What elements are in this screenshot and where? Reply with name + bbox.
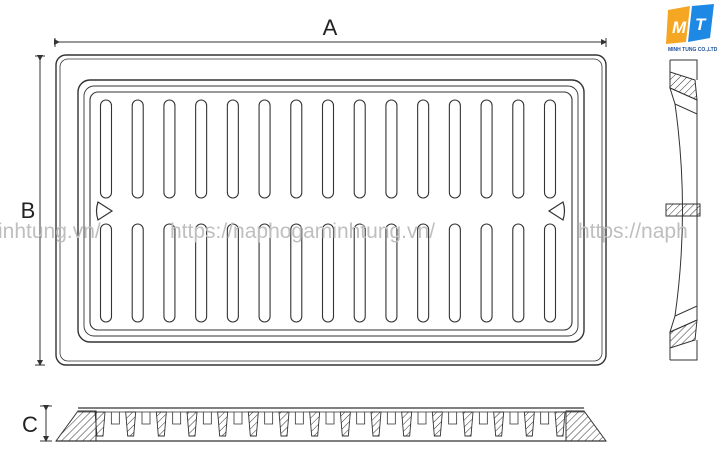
grate-slot <box>448 99 461 199</box>
grate-notch <box>540 412 550 425</box>
grate-slot <box>512 99 525 199</box>
grate-notch <box>141 412 151 425</box>
grate-rib <box>339 411 351 437</box>
grate-notch <box>478 412 488 425</box>
dimension-b: B <box>21 55 45 366</box>
grate-notch <box>294 412 304 425</box>
logo-block-m <box>666 6 690 44</box>
grate-notch <box>202 412 212 425</box>
grate-slot <box>163 99 176 199</box>
grate-slot <box>321 223 335 323</box>
grate-rib <box>523 411 535 437</box>
grate-slot <box>99 223 113 323</box>
watermark-fragment-right: https://naph <box>578 220 688 243</box>
grate-slot <box>131 223 144 323</box>
right-lug <box>547 201 566 221</box>
grate-slot <box>353 223 366 323</box>
grate-slot <box>290 223 303 323</box>
grate-rib <box>431 411 443 437</box>
dimension-a: A <box>54 15 607 47</box>
grate-slot <box>195 223 208 323</box>
grate-slot <box>385 223 398 323</box>
watermark: inhtung.vn/ https://naphogaminhtung.vn/ … <box>0 220 688 243</box>
grate-rib <box>401 411 413 437</box>
grate-rib <box>278 411 290 437</box>
front-section-view <box>55 407 607 442</box>
grate-slot <box>512 223 525 323</box>
grate-slot <box>353 99 366 199</box>
grate-slot <box>543 223 557 323</box>
grate-notch <box>110 412 120 425</box>
grate-notch <box>233 412 243 425</box>
grate-rib <box>217 411 229 437</box>
grate-notch <box>509 412 519 425</box>
grate-notch <box>417 412 427 425</box>
grate-notch <box>172 412 182 425</box>
dimension-label-c: C <box>22 412 38 437</box>
left-lug <box>95 201 114 221</box>
grate-slot <box>163 223 176 323</box>
grate-rib <box>186 411 198 437</box>
grate-slot <box>543 99 557 199</box>
watermark-main: https://naphogaminhtung.vn/ <box>170 220 435 243</box>
grate-notch <box>264 412 274 425</box>
grate-slot <box>480 99 493 199</box>
company-logo: M T MINH TUNG CO.,LTD <box>666 4 718 53</box>
grate-slot <box>417 99 430 199</box>
grate-notch <box>448 412 458 425</box>
grate-ribs <box>94 411 566 437</box>
grate-rib <box>309 411 321 437</box>
grate-slot <box>290 99 303 199</box>
grate-rib <box>493 411 505 437</box>
grate-rib <box>94 411 106 437</box>
grate-notch <box>356 412 366 425</box>
grate-rib <box>155 411 167 437</box>
logo-block-t <box>688 4 714 42</box>
grate-slot <box>385 99 398 199</box>
grate-slot <box>99 99 113 199</box>
watermark-fragment-left: inhtung.vn/ <box>0 220 101 243</box>
grate-slots <box>99 99 557 323</box>
dimension-c: C <box>22 405 52 442</box>
grate-notch <box>386 412 396 425</box>
grate-rib <box>462 411 474 437</box>
grate-slot <box>226 99 239 199</box>
grate-slot <box>195 99 208 199</box>
grate-rib <box>125 411 137 437</box>
grate-slot <box>448 223 461 323</box>
grate-slot <box>131 99 144 199</box>
grate-rib <box>554 411 566 437</box>
grate-slot <box>321 99 335 199</box>
grate-slot <box>258 223 271 323</box>
grate-slot <box>480 223 493 323</box>
grate-plan-view <box>55 54 607 366</box>
logo-letter-t: T <box>695 15 707 34</box>
grate-slot <box>258 99 271 199</box>
side-section-view <box>665 59 701 361</box>
dimension-label-b: B <box>21 198 36 223</box>
logo-letter-m: M <box>672 18 687 37</box>
grate-slot <box>226 223 239 323</box>
grate-rib <box>370 411 382 437</box>
logo-caption: MINH TUNG CO.,LTD <box>668 47 718 53</box>
grate-notch <box>325 412 335 425</box>
dimension-label-a: A <box>323 15 338 40</box>
grate-slot <box>417 223 430 323</box>
grate-rib <box>247 411 259 437</box>
